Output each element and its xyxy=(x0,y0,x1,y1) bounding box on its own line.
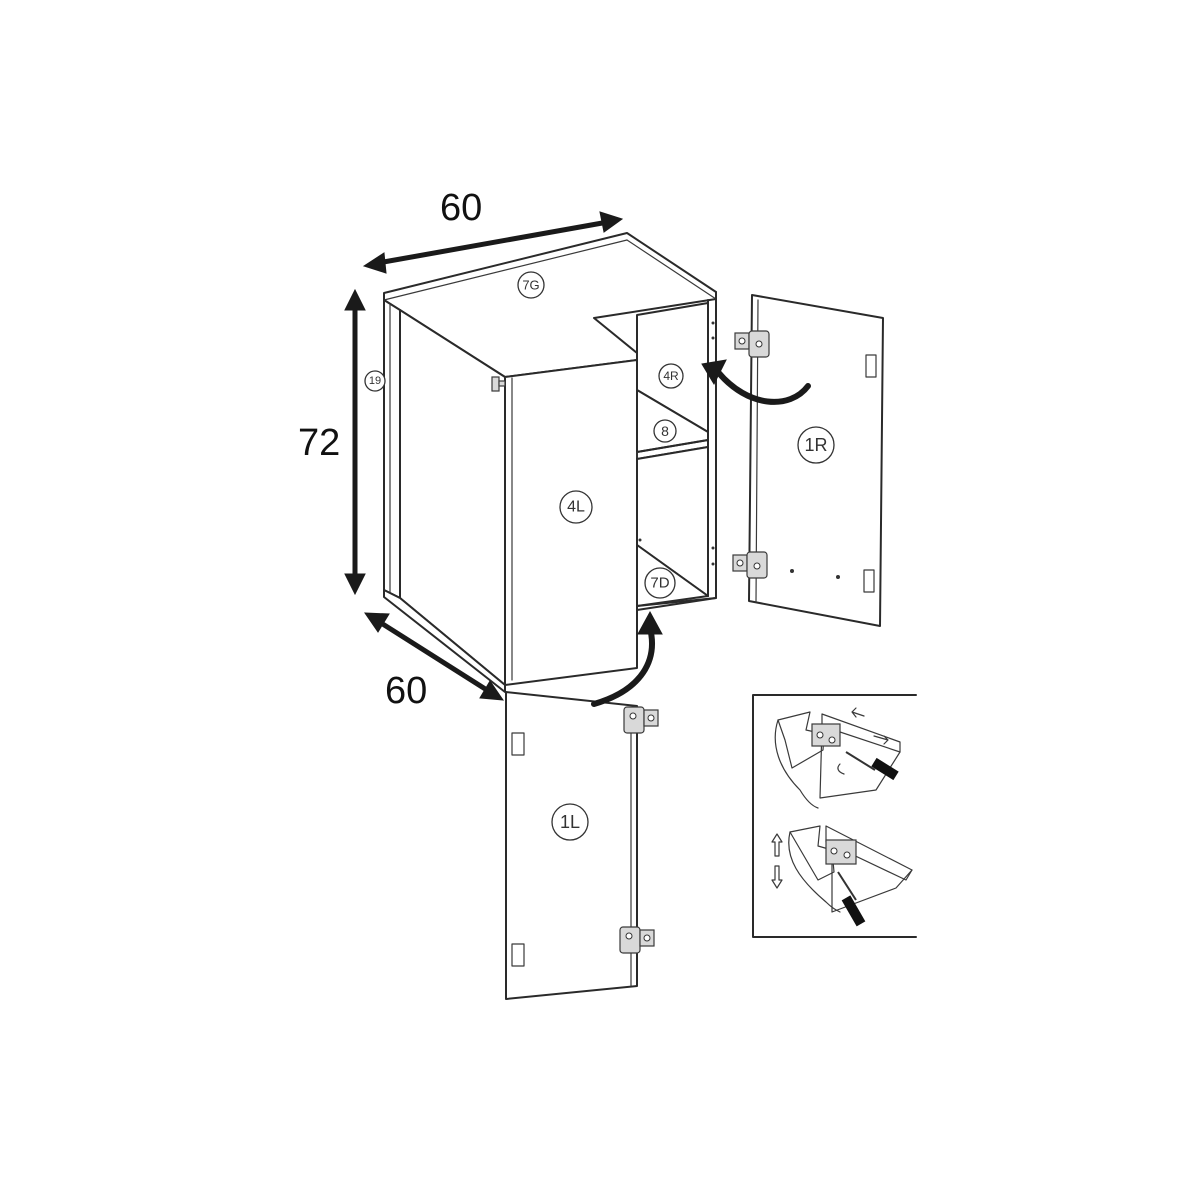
part-tag-panel-4l: 4L xyxy=(559,490,593,524)
part-tag-side: 19 xyxy=(364,370,386,392)
dimension-height-label: 72 xyxy=(298,422,340,464)
part-tag-shelf: 8 xyxy=(653,419,677,443)
part-tag-door-left-label: 1L xyxy=(560,812,580,832)
hinge-icon xyxy=(734,330,770,358)
curved-arrow-right-icon xyxy=(701,359,811,405)
part-tag-panel-4r-label: 4R xyxy=(663,369,679,383)
part-tag-door-right-label: 1R xyxy=(804,435,827,455)
part-tag-bottom: 7D xyxy=(644,567,676,599)
part-tag-top-label: 7G xyxy=(522,278,539,293)
part-tag-shelf-label: 8 xyxy=(661,423,669,439)
part-tag-top: 7G xyxy=(517,271,545,299)
dimension-depth-label: 60 xyxy=(385,670,427,712)
dimension-depth-arrow-icon xyxy=(364,612,505,701)
part-tag-side-label: 19 xyxy=(369,375,381,387)
dimension-height-arrow-icon xyxy=(344,288,366,596)
hinge-adjust-horizontal xyxy=(774,707,901,809)
hinge-icon xyxy=(623,706,659,734)
part-tag-door-right: 1R xyxy=(797,426,835,464)
part-tag-panel-4r: 4R xyxy=(658,363,684,389)
hinge-icon xyxy=(619,926,655,954)
part-tag-door-left: 1L xyxy=(551,803,589,841)
dimension-width-label: 60 xyxy=(440,187,482,229)
part-tag-panel-4l-label: 4L xyxy=(567,499,585,516)
hinge-icon xyxy=(732,551,768,579)
curved-arrow-left-icon xyxy=(591,610,663,707)
hinge-adjust-vertical xyxy=(771,825,913,927)
door-left xyxy=(505,691,659,1000)
side-panel-inner xyxy=(399,309,506,686)
cabinet-body xyxy=(383,232,717,693)
dimension-width-arrow-icon xyxy=(362,211,624,274)
hinge-adjustment-inset xyxy=(752,694,917,938)
side-panel xyxy=(383,299,401,599)
part-tag-bottom-label: 7D xyxy=(650,575,669,592)
